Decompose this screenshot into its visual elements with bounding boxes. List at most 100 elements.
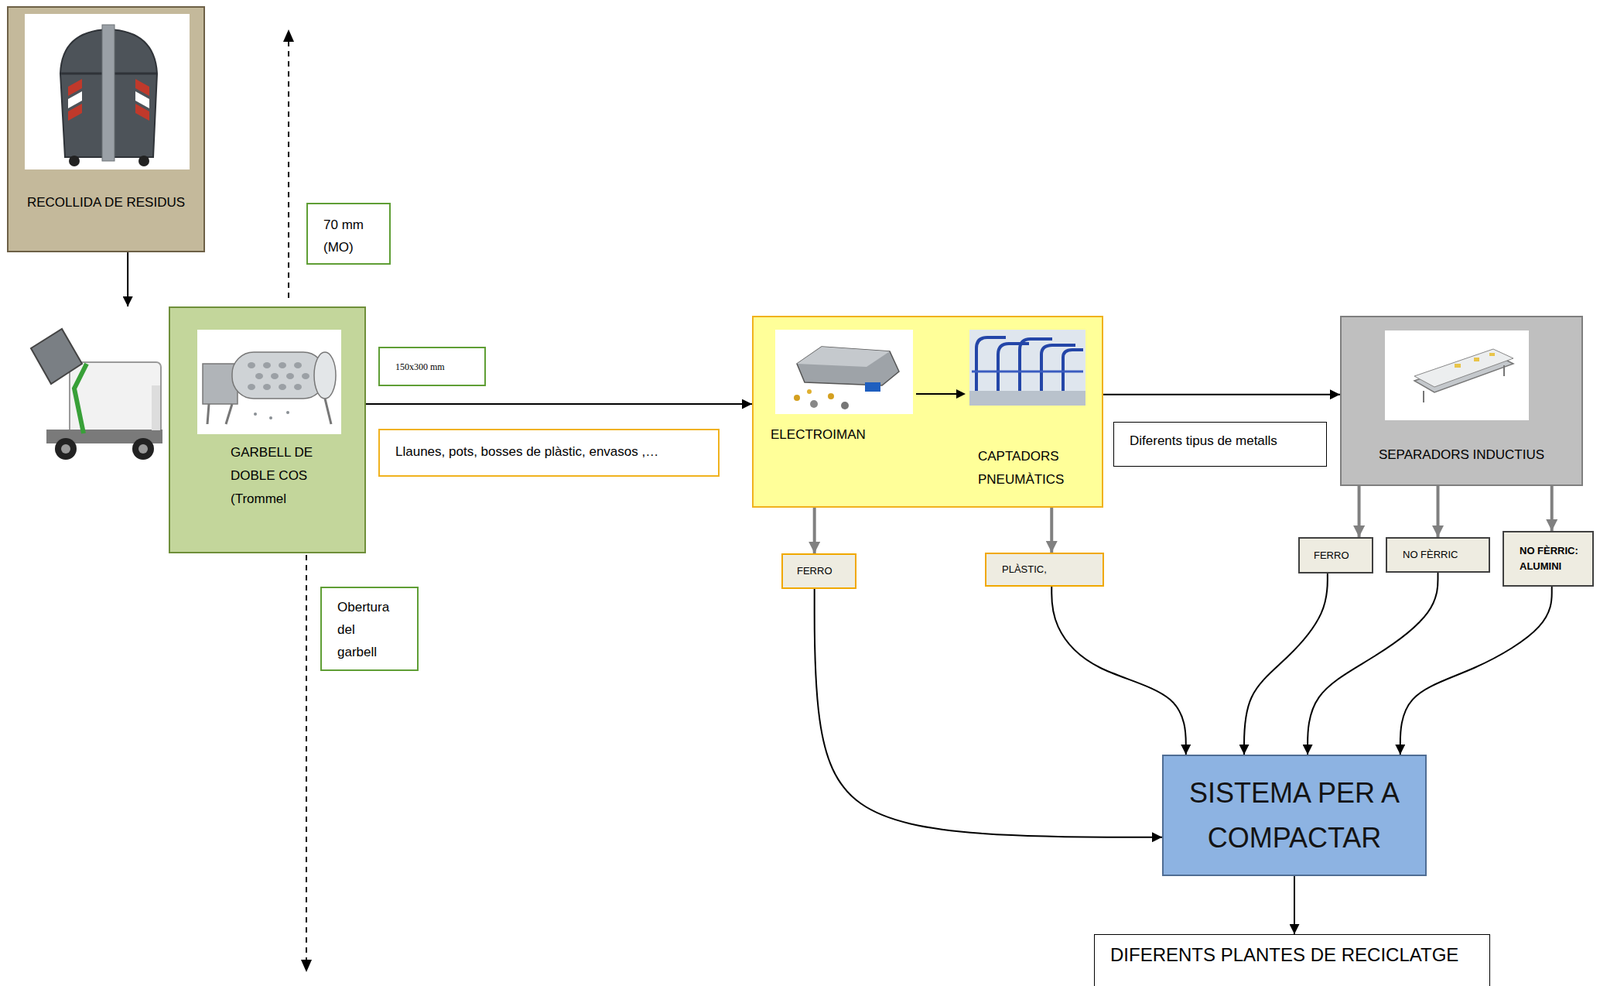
container-picture-part — [138, 155, 150, 167]
dashed-arrow — [283, 29, 295, 298]
connector-arrow — [365, 403, 753, 405]
trommel-picture-part — [197, 329, 342, 435]
internal-arrow-part — [916, 393, 958, 395]
process-box: SEPARADORS INDUCTIUS — [1340, 315, 1583, 486]
electromagnet-picture-part — [806, 389, 812, 394]
truck-picture-part — [74, 363, 87, 434]
truck-picture-part — [69, 362, 161, 436]
connector-arrow — [1244, 573, 1328, 755]
process-box: ELECTROIMANCAPTADORS PNEUMÀTICS — [752, 315, 1104, 508]
node-label: FERRO — [1313, 548, 1368, 563]
pneumatic-picture — [969, 329, 1086, 406]
pneumatic-picture-part — [1041, 345, 1076, 391]
trommel-picture-part-part — [269, 416, 273, 420]
process-box: SISTEMA PER A COMPACTAR — [1162, 754, 1427, 876]
trommel-picture-part-part — [247, 362, 256, 369]
node-label: PLÀSTIC, — [1001, 562, 1098, 577]
separator-picture-part — [1473, 357, 1480, 362]
connector-arrow — [1307, 572, 1438, 755]
node-label: NO FÈRRIC — [1402, 547, 1484, 562]
connector-arrow — [1357, 485, 1361, 537]
output-box: NO FÈRRIC: ALUMINI — [1502, 530, 1594, 587]
truck-picture-part — [132, 437, 154, 460]
node-label: Diferents tipus de metalls — [1129, 431, 1320, 451]
size-note-box: 70 mm (MO) — [306, 202, 391, 265]
node-label: Obertura del garbell — [337, 595, 396, 664]
container-picture-part — [24, 13, 190, 170]
trommel-picture-part-part — [294, 362, 302, 369]
connector-arrow — [1293, 875, 1296, 934]
electromagnet-picture-part — [864, 382, 881, 392]
source-box: RECOLLIDA DE RESIDUS — [6, 6, 206, 253]
node-label: Llaunes, pots, bosses de plàstic, envaso… — [395, 442, 712, 462]
truck-picture — [30, 328, 163, 460]
container-picture — [24, 13, 190, 170]
separator-picture — [1384, 330, 1529, 421]
container-picture-part — [68, 91, 83, 109]
pneumatic-picture-part — [969, 390, 1086, 406]
container-picture-part — [68, 103, 83, 121]
truck-picture-part — [138, 444, 148, 454]
electromagnet-picture-part — [793, 394, 800, 401]
node-label: SISTEMA PER A COMPACTAR — [1169, 770, 1419, 861]
separator-picture-part — [1423, 365, 1505, 403]
container-picture-part — [60, 29, 158, 158]
connector-arrow — [814, 588, 1163, 838]
trommel-picture-part-part — [263, 383, 271, 390]
node-label: RECOLLIDA DE RESIDUS — [13, 193, 199, 212]
trommel-picture-part — [247, 362, 310, 390]
node-label: 150x300 mm — [395, 360, 480, 373]
container-picture-part — [135, 78, 150, 96]
trommel-picture-part — [314, 352, 336, 399]
trommel-picture-part-part — [286, 372, 295, 380]
dashed-arrow-part — [300, 959, 312, 972]
note-box: Diferents tipus de metalls — [1113, 421, 1327, 467]
separator-picture-part — [1414, 348, 1514, 387]
trommel-picture-part-part — [294, 383, 302, 390]
separator-picture-part — [1384, 330, 1529, 421]
content-note-box: Llaunes, pots, bosses de plàstic, envaso… — [378, 428, 720, 477]
trommel-picture-part — [232, 352, 325, 399]
node-label: FERRO — [796, 564, 851, 578]
trommel-picture-part-part — [278, 383, 287, 390]
note-box: Obertura del garbell — [320, 586, 419, 671]
trommel-picture-part-part — [253, 412, 257, 416]
trommel-picture-part-part — [270, 372, 279, 380]
electromagnet-picture-part — [775, 329, 913, 414]
trommel-picture-part-part — [247, 383, 256, 390]
pneumatic-picture-part — [971, 370, 1084, 373]
truck-picture-part — [151, 385, 161, 431]
container-picture-part — [60, 72, 158, 76]
separator-picture-part — [1454, 363, 1461, 368]
connector-arrow — [813, 507, 817, 554]
truck-picture-part — [61, 444, 71, 454]
internal-arrow-part — [956, 389, 966, 399]
pneumatic-picture-part — [1063, 349, 1084, 391]
electromagnet-picture-part — [796, 346, 890, 367]
separator-picture-part — [1414, 353, 1514, 393]
node-label: DIFERENTS PLANTES DE RECICLATGE — [1110, 942, 1484, 968]
trommel-picture-part — [202, 363, 238, 404]
truck-picture-part — [30, 328, 83, 384]
node-label: 70 mm (MO) — [323, 213, 372, 259]
trommel-picture-part-part — [301, 372, 310, 380]
dashed-arrow-part — [283, 29, 295, 42]
connector-arrow — [1051, 586, 1187, 755]
node-label: SEPARADORS INDUCTIUS — [1347, 445, 1576, 465]
trommel-picture-part — [253, 410, 290, 420]
container-picture-part — [135, 103, 150, 121]
trommel-picture-part — [207, 398, 332, 424]
container-picture-part — [135, 91, 150, 109]
trommel-picture-part-part — [286, 410, 290, 414]
container-picture-part — [68, 155, 80, 167]
pneumatic-picture-part — [969, 329, 1086, 406]
trommel-picture-part-part — [278, 362, 287, 369]
size-note-box: 150x300 mm — [378, 346, 486, 387]
container-picture-part — [102, 24, 115, 161]
electromagnet-picture-part — [827, 393, 835, 400]
output-box: PLÀSTIC, — [984, 552, 1105, 587]
electromagnet-picture — [775, 329, 913, 414]
separator-picture-part — [1489, 352, 1495, 356]
connector-arrow — [126, 252, 129, 307]
